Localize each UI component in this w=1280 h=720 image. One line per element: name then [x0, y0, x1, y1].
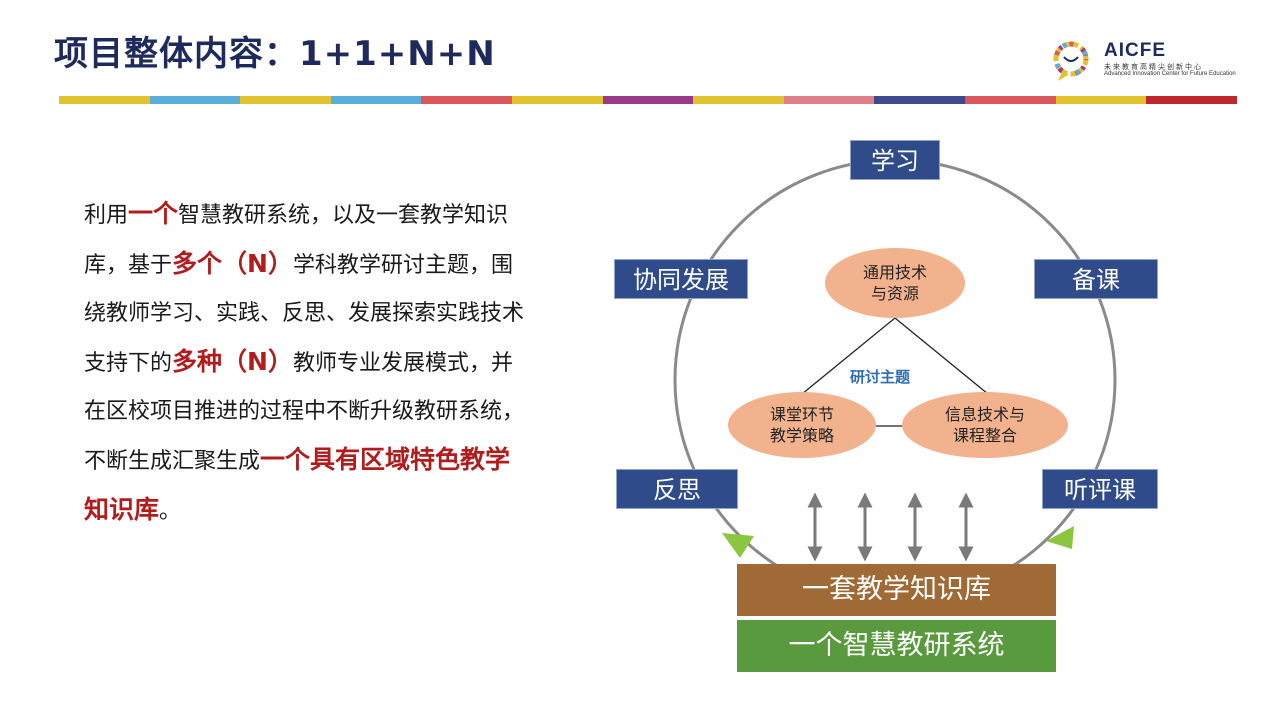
color-bar-segment: [59, 96, 150, 104]
cycle-diagram: 学习 协同发展 备课 反思 听评课 通用技术 与资源 课堂环节 教学策略 信息技…: [600, 130, 1220, 690]
aicfe-logo: AICFE 未来教育高精尖创新中心 Advanced Innovation Ce…: [1048, 38, 1236, 84]
color-bar-segment: [874, 96, 966, 104]
color-bar-segment: [421, 96, 513, 104]
body-paragraph: 利用一个智慧教研系统，以及一套教学知识库，基于多个（N）学科教学研讨主题，围绕教…: [84, 190, 534, 536]
topic-oval-it-integration: 信息技术与 课程整合: [902, 392, 1068, 458]
color-bar-segment: [149, 96, 241, 104]
body-text-run: 学科教学研讨主题，围绕教师学习、实践、反思、发展探索实践技术支持下的: [84, 253, 525, 376]
topic-oval-general-tech: 通用技术 与资源: [825, 248, 965, 318]
color-bar-segment: [602, 96, 694, 104]
oval-line: 与资源: [870, 284, 919, 303]
color-bar-segment: [965, 96, 1056, 104]
teaching-research-system-box: 一个智慧教研系统: [737, 620, 1056, 672]
cycle-label-collaboration: 协同发展: [614, 259, 748, 299]
body-text-run: 。: [159, 499, 182, 524]
logo-en-name: Advanced Innovation Center for Future Ed…: [1104, 71, 1236, 77]
color-bar-segment: [693, 96, 784, 104]
page-title: 项目整体内容：1+1+N+N: [54, 34, 496, 74]
body-text-run: 教师专业发展模式，并在区校项目推进的过程中不断升级教研系统，不断生成汇聚生成: [84, 351, 525, 474]
color-bar-segment: [1055, 96, 1147, 104]
logo-name: AICFE: [1104, 40, 1166, 61]
cycle-label-lesson-prep: 备课: [1034, 259, 1158, 299]
logo-cn-name: 未来教育高精尖创新中心: [1104, 63, 1203, 71]
center-topic-label: 研讨主题: [850, 368, 911, 386]
header-color-bar: [59, 96, 1237, 104]
color-bar-segment: [1146, 96, 1237, 104]
color-bar-segment: [330, 96, 422, 104]
arrow-head-icon: [722, 533, 754, 558]
color-bar-segment: [512, 96, 603, 104]
body-text-run: 利用: [84, 203, 129, 228]
color-bar-segment: [783, 96, 875, 104]
oval-line: 课堂环节: [769, 405, 834, 424]
arrow-head-icon: [1046, 526, 1074, 549]
color-bar-segment: [240, 96, 331, 104]
oval-line: 教学策略: [769, 426, 834, 445]
highlight-text: 多个（N）: [172, 249, 293, 278]
highlight-text: 一个具有区域特色教学知识库: [84, 445, 511, 524]
body-text-run: 智慧教研系统，以及一套教学知识库，基于: [84, 203, 509, 278]
cycle-label-reflection: 反思: [616, 469, 738, 509]
highlight-text: 多种（N）: [172, 347, 293, 376]
cycle-label-observation: 听评课: [1042, 469, 1158, 509]
oval-line: 课程整合: [952, 426, 1017, 445]
oval-line: 通用技术: [862, 263, 927, 282]
knowledge-base-box: 一套教学知识库: [737, 564, 1056, 616]
connector-line: [801, 317, 896, 395]
cycle-label-learning: 学习: [850, 140, 940, 180]
topic-oval-classroom: 课堂环节 教学策略: [728, 392, 876, 458]
logo-icon: [1053, 41, 1089, 81]
highlight-text: 一个: [128, 199, 179, 228]
oval-line: 信息技术与: [944, 405, 1025, 424]
connector-line: [894, 317, 989, 395]
